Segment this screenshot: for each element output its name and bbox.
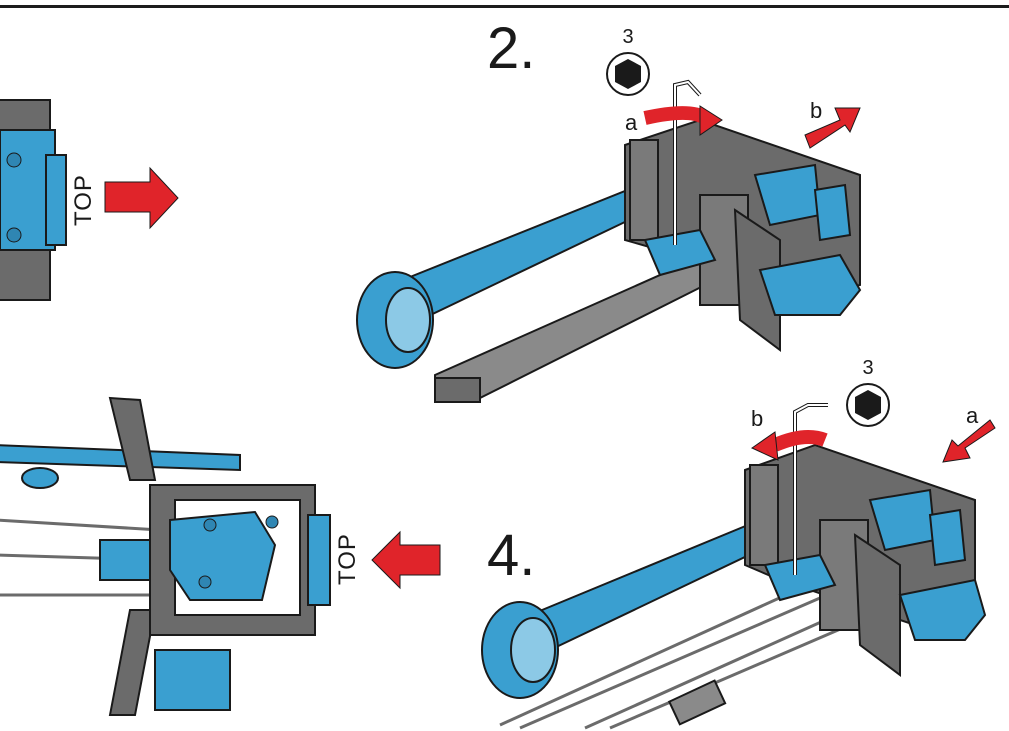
hex-key-icon <box>846 383 890 427</box>
top-orientation-label-lower: TOP <box>334 533 361 585</box>
rotate-arrow-icon <box>643 105 723 136</box>
step2-arrow-b-label: b <box>810 98 823 123</box>
arrow-left-icon <box>942 419 996 463</box>
hex-size-badge-step2: 3 <box>588 27 668 47</box>
upper-left-assembly <box>0 99 67 301</box>
step2-assembly <box>356 79 862 403</box>
rotate-arrow-icon <box>750 429 828 461</box>
lower-left-assembly <box>0 396 331 716</box>
hex-key-icon <box>606 52 650 96</box>
arrow-left-icon <box>371 530 441 590</box>
arrow-right-icon <box>104 166 179 230</box>
top-orientation-label-upper: TOP <box>70 174 97 226</box>
top-rule <box>0 5 1009 8</box>
step4-arrow-b-label: b <box>751 406 764 431</box>
arrow-right-icon <box>804 107 861 149</box>
hex-size-label: 3 <box>622 26 634 48</box>
step4-arrow-a-label: a <box>966 403 979 428</box>
hex-size-label: 3 <box>862 357 874 379</box>
step2-arrow-a-label: a <box>625 110 638 135</box>
step-number-2: 2. <box>487 16 536 81</box>
step4-assembly <box>481 403 987 730</box>
step-number-4: 4. <box>487 523 536 588</box>
hex-size-badge-step4: 3 <box>828 358 908 378</box>
